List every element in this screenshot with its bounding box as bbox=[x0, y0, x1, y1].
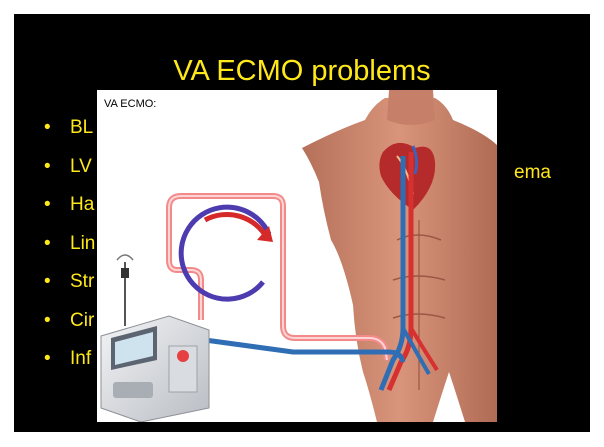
slide-title: VA ECMO problems bbox=[14, 54, 590, 88]
bullet-text: Ha bbox=[70, 191, 94, 219]
bullet-2-tail-text: ema bbox=[514, 159, 551, 187]
bullet-text: LV bbox=[70, 153, 92, 181]
ecmo-console-icon bbox=[101, 316, 209, 422]
iv-pole-icon bbox=[117, 255, 133, 326]
bullet-text: Str bbox=[70, 268, 94, 296]
flow-arrow-icon bbox=[181, 207, 273, 299]
figure-label: VA ECMO: bbox=[104, 98, 156, 110]
bullet-dot-icon: • bbox=[44, 153, 58, 181]
bullet-text: Cir bbox=[70, 307, 94, 335]
bullet-text: Inf bbox=[70, 345, 91, 373]
slide: VA ECMO problems • BL • LV • Ha • Lin • … bbox=[14, 14, 590, 432]
bullet-dot-icon: • bbox=[44, 307, 58, 335]
bullet-dot-icon: • bbox=[44, 114, 58, 142]
bullet-text: BL bbox=[70, 114, 93, 142]
ecmo-figure: VA ECMO: bbox=[97, 90, 497, 422]
bullet-dot-icon: • bbox=[44, 345, 58, 373]
ecmo-diagram bbox=[97, 90, 497, 422]
bullet-text: Lin bbox=[70, 230, 95, 258]
bullet-dot-icon: • bbox=[44, 191, 58, 219]
neck-figure bbox=[387, 90, 435, 125]
bullet-dot-icon: • bbox=[44, 230, 58, 258]
bullet-dot-icon: • bbox=[44, 268, 58, 296]
